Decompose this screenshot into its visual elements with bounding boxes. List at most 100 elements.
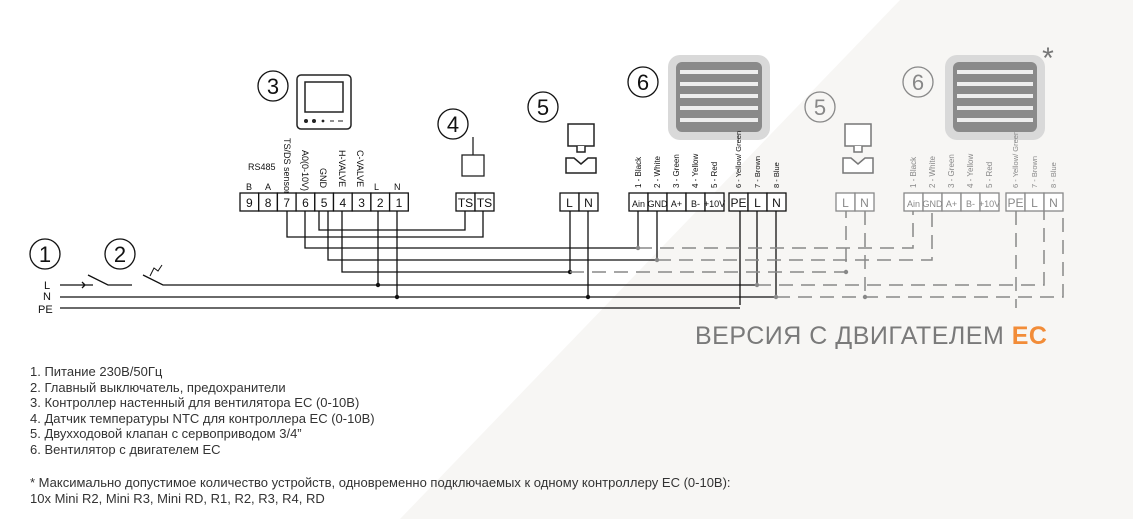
wall-controller-icon	[296, 74, 352, 130]
svg-text:GND: GND	[318, 168, 328, 189]
terminal-label: TS	[458, 196, 473, 210]
terminal-label: Ain	[907, 199, 920, 209]
legend-item: 1. Питание 230В/50Гц	[30, 364, 163, 379]
terminal-label: Ain	[632, 199, 645, 209]
terminal-label: 5	[321, 196, 328, 210]
wire-color-label: 2 - White	[928, 155, 937, 188]
svg-text:RS485: RS485	[248, 162, 276, 172]
terminal-label: A+	[671, 199, 682, 209]
wire-color-label: 4 - Yellow	[966, 154, 975, 188]
marker-6-ec: 6	[902, 66, 934, 98]
svg-text:PE: PE	[38, 304, 53, 316]
svg-text:3: 3	[267, 74, 279, 99]
terminal-label: L	[1031, 196, 1038, 210]
terminal-label: 6	[302, 196, 309, 210]
terminal-label: A+	[946, 199, 957, 209]
svg-text:H-VALVE: H-VALVE	[337, 150, 347, 187]
svg-text:5: 5	[537, 95, 549, 120]
terminal-label: PE	[1007, 196, 1023, 210]
wire-color-label: 5 - Red	[985, 162, 994, 188]
svg-text:6: 6	[912, 70, 924, 95]
valve-icon	[565, 123, 597, 174]
terminal-label: N	[584, 196, 593, 210]
wire-color-label: 2 - White	[653, 155, 662, 188]
svg-text:4: 4	[447, 112, 459, 137]
terminal-label: N	[772, 196, 781, 210]
terminal-label: 2	[377, 196, 384, 210]
terminal	[388, 192, 409, 212]
terminal-label: +10V	[979, 199, 1000, 209]
terminal-label: PE	[730, 196, 746, 210]
wire-color-label: 7 - Brown	[753, 156, 762, 188]
terminal-label: L	[754, 196, 761, 210]
junction-dots	[375, 269, 591, 300]
terminal-label: L	[566, 196, 573, 210]
terminal-label: L	[842, 196, 849, 210]
wire-color-label: 6 - Yellow/ Green	[1011, 131, 1020, 188]
terminal-label: N	[1049, 196, 1058, 210]
svg-text:L: L	[374, 182, 379, 192]
footnote: * Максимально допустимое количество устр…	[30, 475, 731, 506]
controller-labels: RS485 B A TS/DS sensor A0(0-10V) GND H-V…	[246, 138, 401, 194]
marker-1: 1	[29, 238, 61, 270]
wire-color-label: 3 - Green	[947, 154, 956, 188]
wire-color-label: 1 - Black	[634, 156, 643, 188]
legend-item: 4. Датчик температуры NTC для контроллер…	[30, 410, 375, 426]
svg-text:TS/DS sensor: TS/DS sensor	[282, 138, 292, 194]
terminal-label: TS	[477, 196, 492, 210]
svg-text:5: 5	[814, 95, 826, 120]
wire-color-label: 5 - Red	[710, 162, 719, 188]
svg-text:A0(0-10V): A0(0-10V)	[300, 150, 310, 191]
wire-color-label: 4 - Yellow	[691, 154, 700, 188]
version-title: ВЕРСИЯ С ДВИГАТЕЛЕМ EC	[695, 322, 1048, 350]
terminal-label: +10V	[704, 199, 725, 209]
svg-text:C-VALVE: C-VALVE	[355, 150, 365, 187]
svg-text:N: N	[43, 291, 51, 303]
footnote-line: * Максимально допустимое количество устр…	[30, 475, 731, 490]
temperature-sensor-icon	[461, 137, 485, 177]
legend-item: 3. Контроллер настенный для вентилятора …	[30, 395, 360, 411]
terminal-label: 4	[340, 196, 347, 210]
terminal-label: 3	[358, 196, 365, 210]
svg-text:2: 2	[114, 242, 126, 267]
svg-text:L: L	[44, 280, 50, 292]
supply-labels: L N PE	[38, 280, 53, 316]
marker-6: 6	[627, 66, 659, 98]
terminal	[979, 192, 1000, 212]
wire-color-label: 8 - Blue	[772, 162, 781, 188]
wire-color-label: 8 - Blue	[1049, 162, 1058, 188]
fan-image-ec	[945, 55, 1045, 140]
marker-4: 4	[437, 108, 469, 140]
terminal	[474, 192, 495, 212]
marker-5-ec: 5	[804, 91, 836, 123]
footnote-line: 10x Mini R2, Mini R3, Mini RD, R1, R2, R…	[30, 490, 325, 506]
marker-3: 3	[257, 70, 289, 102]
marker-2: 2	[104, 238, 136, 270]
svg-text:1: 1	[39, 242, 51, 267]
wire-color-label: 3 - Green	[672, 154, 681, 188]
sensor-terminals: TS TS	[455, 192, 495, 212]
terminal-label: 7	[283, 196, 290, 210]
legend: 1. Питание 230В/50Гц 2. Главный выключат…	[30, 364, 375, 458]
wires	[60, 211, 777, 309]
terminal-label: B-	[691, 199, 700, 209]
marker-5: 5	[527, 91, 559, 123]
svg-text:A: A	[265, 182, 271, 192]
terminal-label: 1	[396, 196, 403, 210]
wire-color-label: 1 - Black	[909, 156, 918, 188]
legend-item: 6. Вентилятор с двигателем EC	[30, 441, 221, 457]
terminal	[1043, 192, 1064, 212]
wire-color-label: 6 - Yellow/ Green	[734, 131, 743, 188]
valve-icon-ec	[842, 123, 874, 174]
terminal-label: 9	[246, 196, 253, 210]
terminal-label: GND	[648, 199, 669, 209]
legend-item: 2. Главный выключатель, предохранители	[30, 379, 286, 395]
fan-image	[668, 55, 770, 140]
terminal-label: B-	[966, 199, 975, 209]
